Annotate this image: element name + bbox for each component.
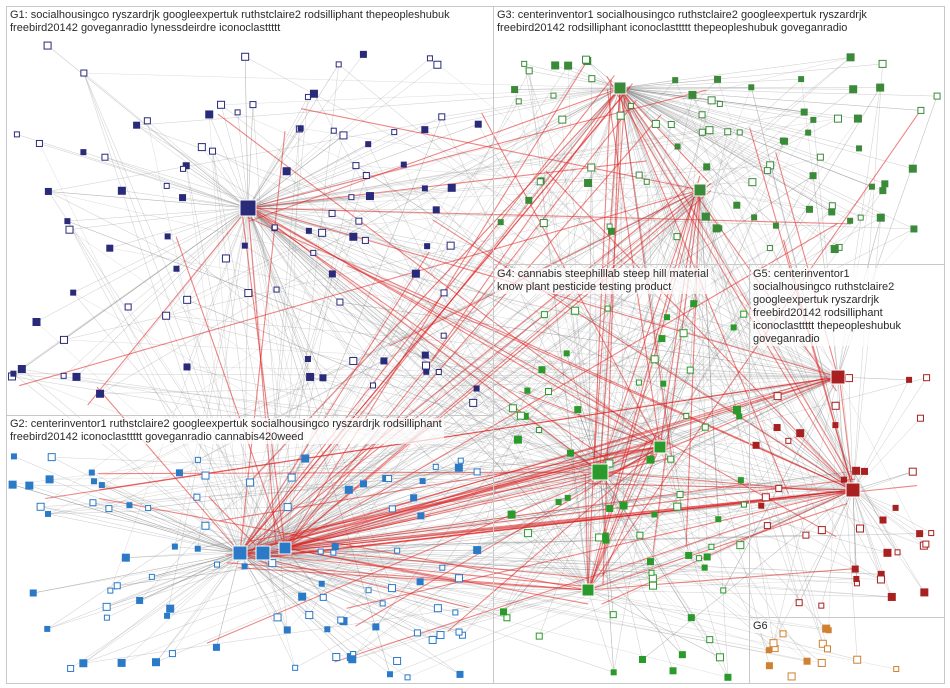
group-label-g3: G3: centerinventor1 socialhousingco ruth… bbox=[495, 9, 869, 35]
group-box-g4 bbox=[493, 264, 750, 684]
group-box-g6 bbox=[749, 617, 945, 684]
group-box-g3 bbox=[493, 6, 945, 265]
group-label-g5: G5: centerinventor1 socialhousingco ruth… bbox=[751, 268, 903, 346]
group-label-g1: G1: socialhousingco ryszardrjk googleexp… bbox=[8, 9, 452, 35]
group-label-g4: G4: cannabis steephilllab steep hill mat… bbox=[495, 268, 711, 294]
group-box-g1 bbox=[6, 6, 494, 416]
group-box-g2 bbox=[6, 415, 494, 684]
group-label-g6: G6 bbox=[751, 620, 770, 633]
group-label-g2: G2: centerinventor1 ruthstclaire2 google… bbox=[8, 418, 444, 444]
